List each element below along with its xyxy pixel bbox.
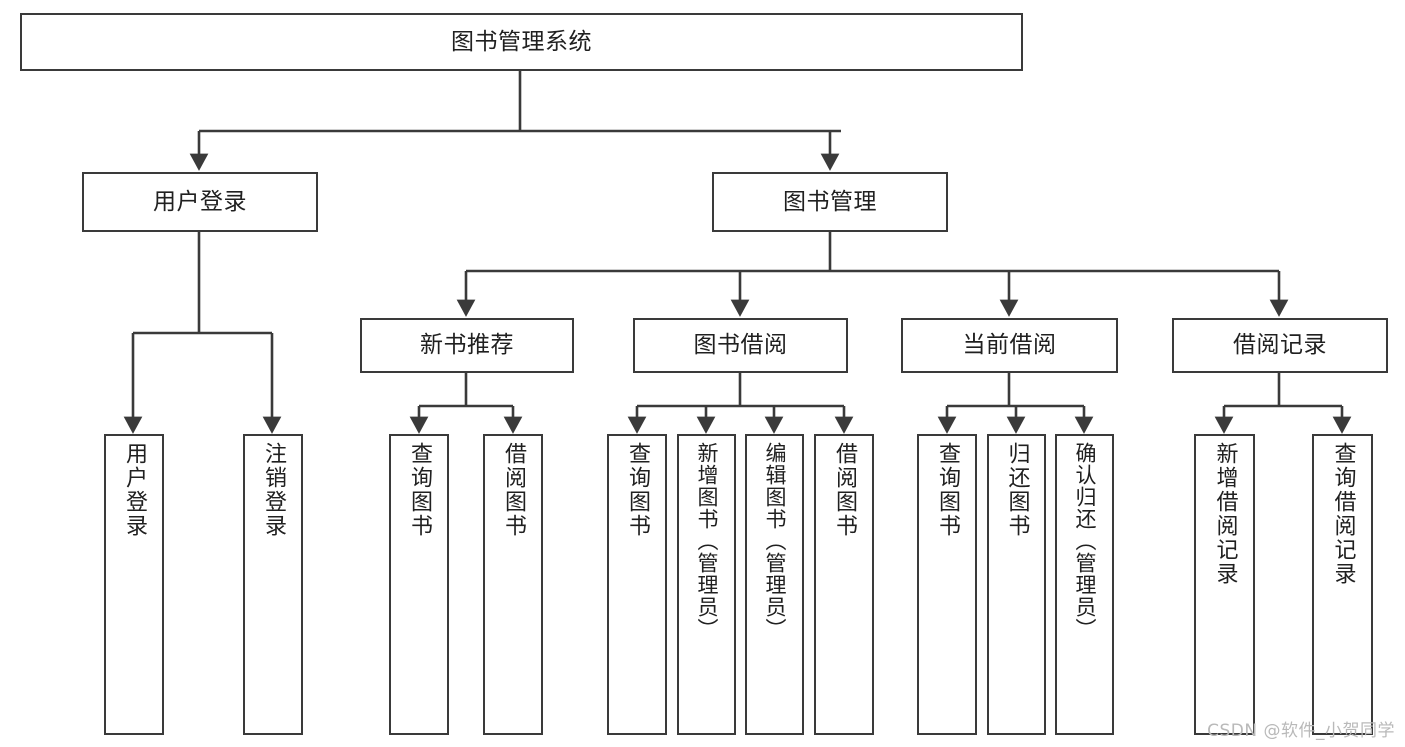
node-label: 新增图书（管理员） bbox=[695, 442, 719, 640]
node-label: 新书推荐 bbox=[420, 332, 514, 359]
node-label: 新增借阅记录 bbox=[1212, 442, 1238, 586]
node-label: 用户登录 bbox=[122, 442, 147, 538]
node-leaf-query-book-borrow[interactable]: 查询图书 bbox=[607, 434, 667, 735]
node-label: 查询借阅记录 bbox=[1330, 442, 1356, 586]
node-label: 借阅图书 bbox=[501, 442, 526, 538]
node-label: 用户登录 bbox=[153, 188, 247, 215]
node-label: 图书管理系统 bbox=[451, 28, 592, 55]
node-label: 注销登录 bbox=[261, 442, 286, 538]
node-label: 借阅记录 bbox=[1233, 332, 1327, 359]
node-label: 编辑图书（管理员） bbox=[763, 442, 787, 640]
node-leaf-confirm-return-admin[interactable]: 确认归还（管理员） bbox=[1055, 434, 1114, 735]
node-leaf-query-book-recommend[interactable]: 查询图书 bbox=[389, 434, 449, 735]
node-leaf-borrow-book[interactable]: 借阅图书 bbox=[814, 434, 874, 735]
node-leaf-query-book-current[interactable]: 查询图书 bbox=[917, 434, 977, 735]
node-label: 借阅图书 bbox=[832, 442, 857, 538]
node-leaf-logout[interactable]: 注销登录 bbox=[243, 434, 303, 735]
node-label: 图书借阅 bbox=[693, 332, 788, 359]
node-label: 图书管理 bbox=[783, 188, 877, 215]
node-label: 确认归还（管理员） bbox=[1073, 442, 1097, 640]
node-label: 查询图书 bbox=[625, 442, 650, 538]
node-leaf-return-book[interactable]: 归还图书 bbox=[987, 434, 1046, 735]
node-leaf-query-borrow-record[interactable]: 查询借阅记录 bbox=[1312, 434, 1373, 735]
node-label: 当前借阅 bbox=[962, 332, 1057, 359]
node-leaf-add-book-admin[interactable]: 新增图书（管理员） bbox=[677, 434, 736, 735]
node-label: 查询图书 bbox=[935, 442, 960, 538]
node-borrowing-record[interactable]: 借阅记录 bbox=[1172, 318, 1388, 373]
node-leaf-user-login[interactable]: 用户登录 bbox=[104, 434, 164, 735]
node-label: 查询图书 bbox=[407, 442, 432, 538]
node-root-book-management-system[interactable]: 图书管理系统 bbox=[20, 13, 1023, 71]
node-current-borrowing[interactable]: 当前借阅 bbox=[901, 318, 1118, 373]
node-book-borrowing[interactable]: 图书借阅 bbox=[633, 318, 848, 373]
node-book-management[interactable]: 图书管理 bbox=[712, 172, 948, 232]
node-leaf-borrow-book-recommend[interactable]: 借阅图书 bbox=[483, 434, 543, 735]
node-new-book-recommendation[interactable]: 新书推荐 bbox=[360, 318, 574, 373]
node-label: 归还图书 bbox=[1004, 442, 1030, 538]
node-leaf-edit-book-admin[interactable]: 编辑图书（管理员） bbox=[745, 434, 804, 735]
watermark-text: CSDN @软件_小贺同学 bbox=[1207, 721, 1395, 741]
node-leaf-add-borrow-record[interactable]: 新增借阅记录 bbox=[1194, 434, 1255, 735]
node-user-login[interactable]: 用户登录 bbox=[82, 172, 318, 232]
